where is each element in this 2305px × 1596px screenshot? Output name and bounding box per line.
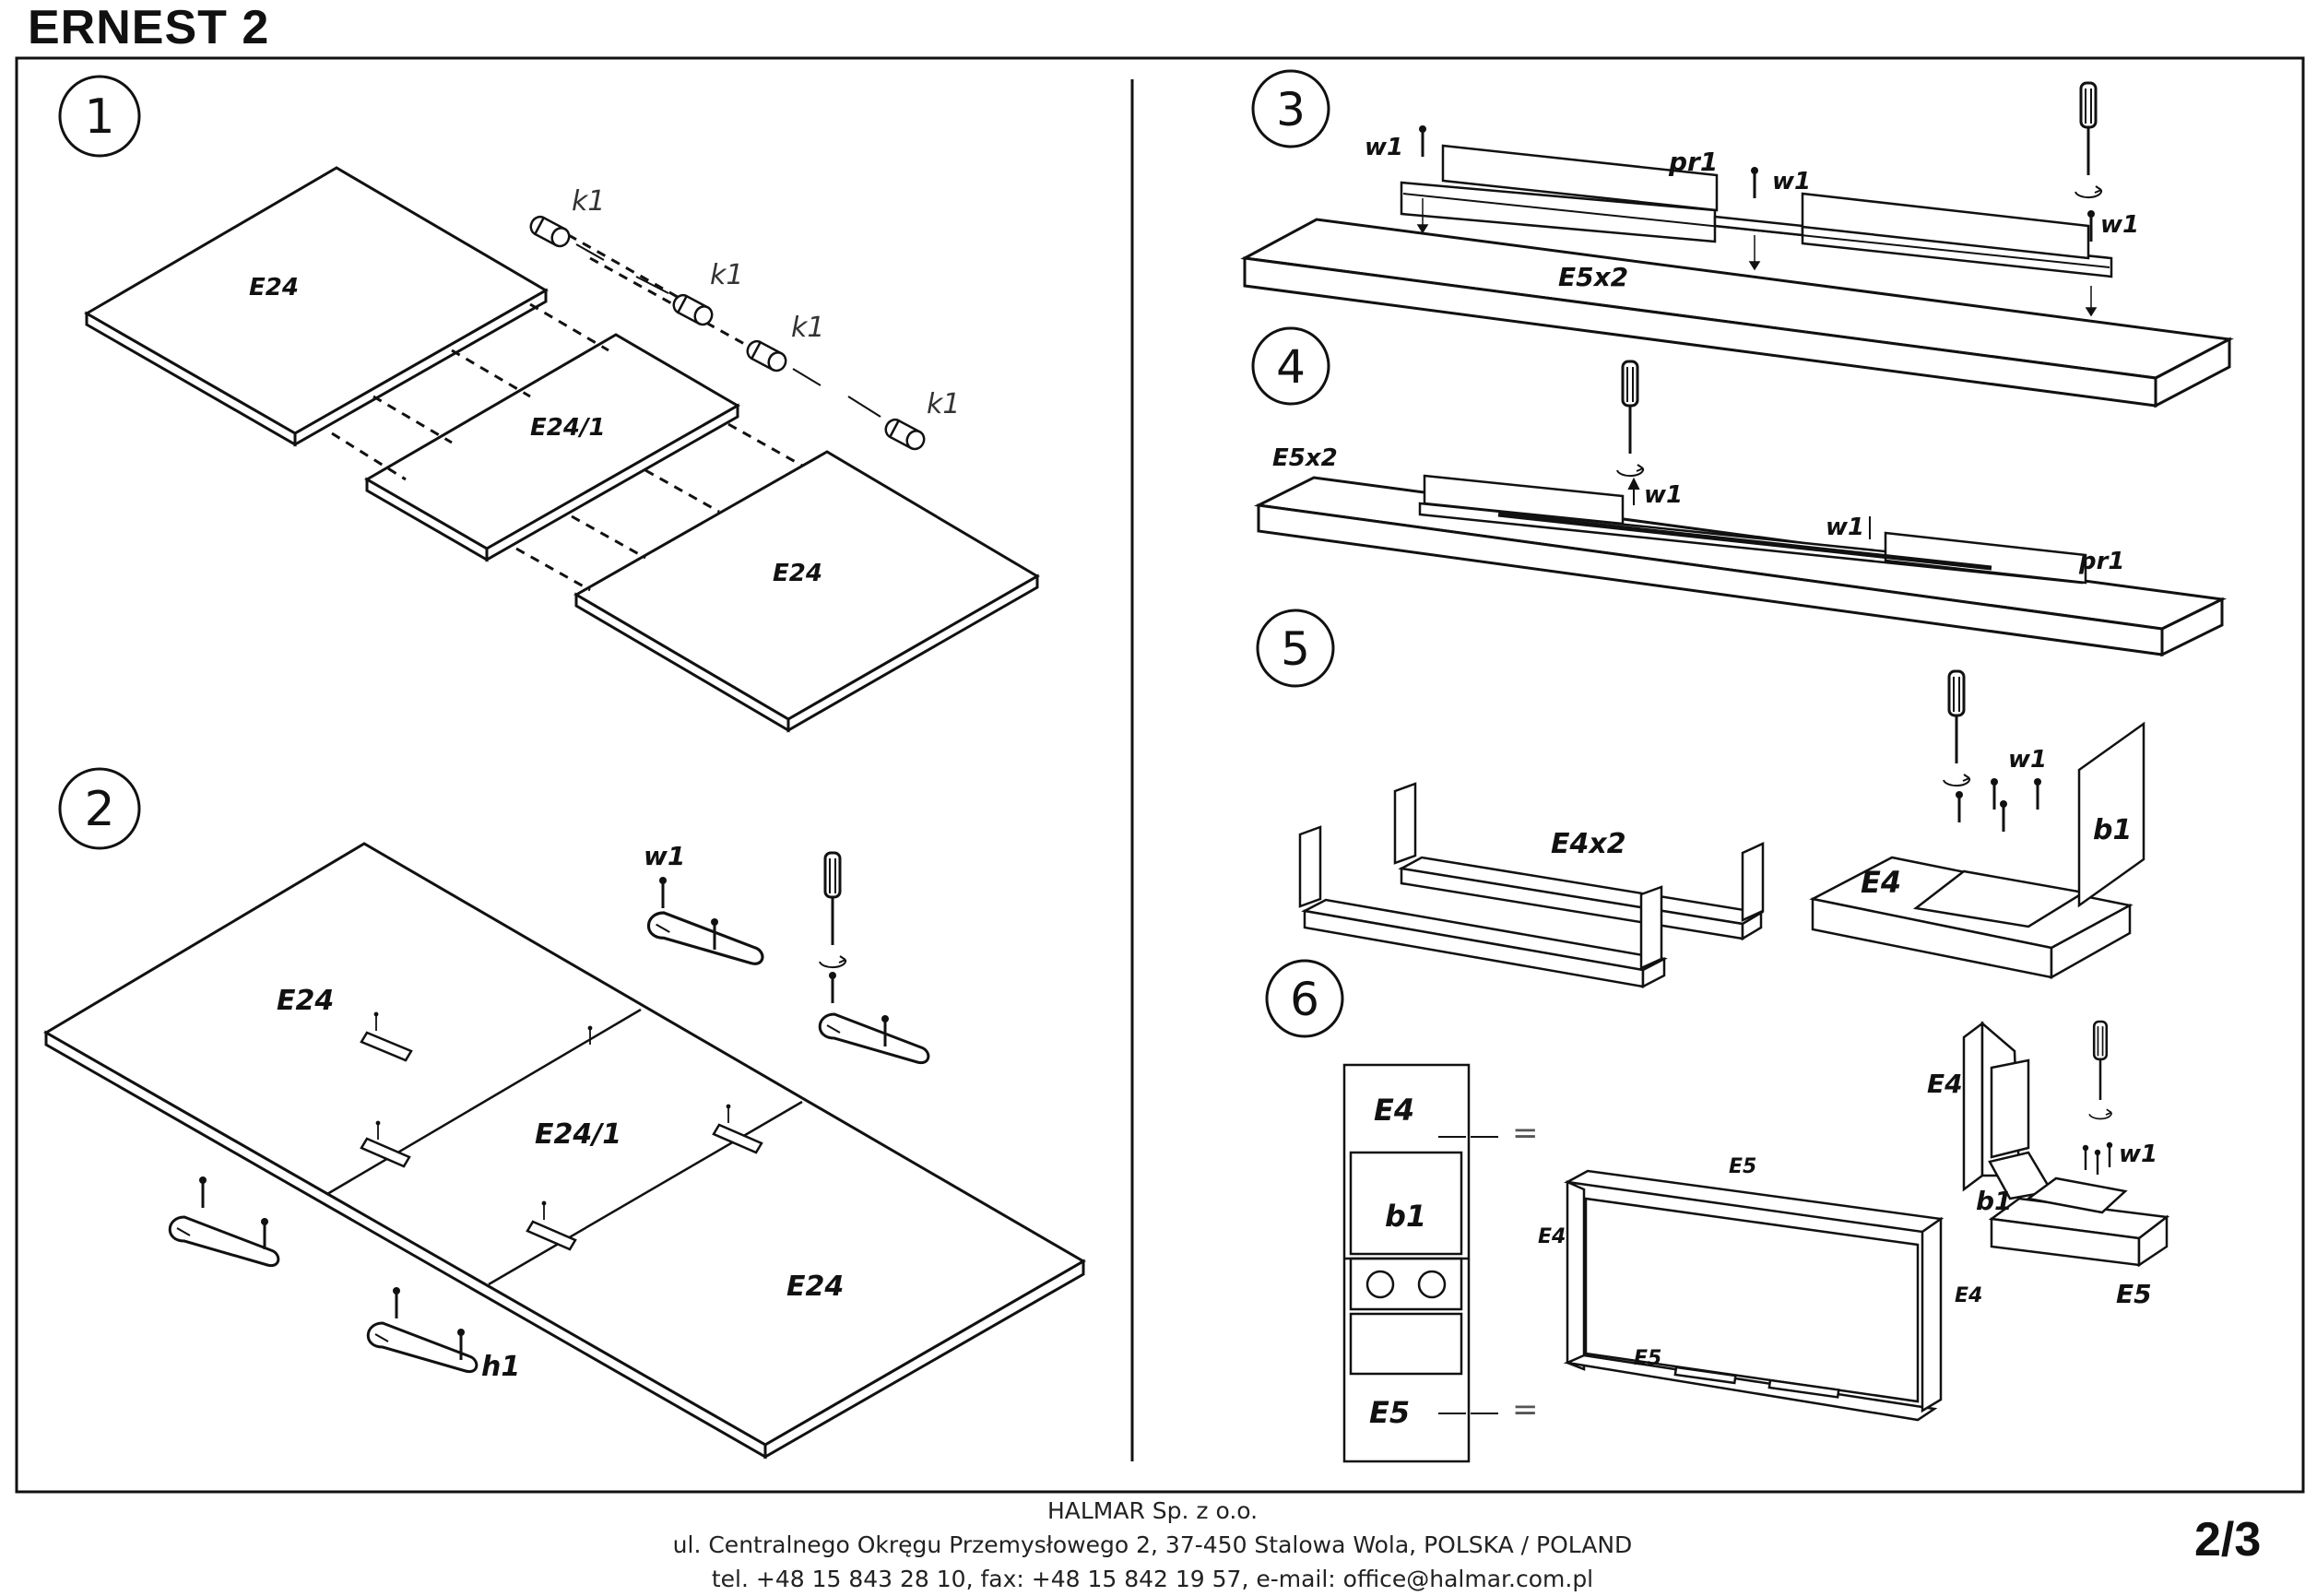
page-frame [15,56,2305,1494]
footer-company: HALMAR Sp. z o.o. [1046,1497,1259,1524]
step-5-number: 5 [1281,622,1310,676]
label-h1: h1 [481,1351,520,1383]
rails-e4x2 [1298,782,1765,989]
label-e4-corner: E4 [1927,1069,1963,1099]
screwdriver-step3 [2074,81,2103,199]
corner-detail [1962,1021,2170,1268]
label-e4-step5: E4 [1861,865,1901,900]
label-e24-bottom-right: E24 [786,1271,844,1303]
label-e5-corner: E5 [2116,1279,2152,1309]
label-pr1-step4: pr1 [2078,548,2125,575]
label-e4-frame-left: E4 [1538,1225,1566,1248]
equals-sign-bottom: = [1512,1391,1539,1428]
label-e24-bottom-left: E24 [277,985,334,1017]
label-w1-step3-b: w1 [1772,168,1811,195]
dowel-guides [331,217,803,592]
screwdriver-step2 [818,851,847,969]
dowel-k1-4 [881,415,928,454]
footer-contact: tel. +48 15 843 28 10, fax: +48 15 842 1… [711,1566,1594,1592]
panel-e24-left [84,166,549,435]
step-5-circle [1256,609,1335,688]
step-4: 4 E5x2 pr1 w1 w1 [1251,326,2228,657]
label-pr1-step3: pr1 [1668,147,1718,177]
step-4-number: 4 [1276,340,1306,394]
footer-address: ul. Centralnego Okręgu Przemysłowego 2, … [672,1531,1633,1558]
label-w1-step5: w1 [2008,746,2047,774]
step-6-number: 6 [1290,973,1319,1026]
label-e24-right-top: E24 [773,560,822,587]
equals-sign-top: = [1512,1115,1539,1152]
label-b1-step5: b1 [2093,814,2132,846]
step-1: 1 E24 E24/1 E24 [58,75,1040,733]
screwdriver-step5 [1942,669,1971,787]
dowel-k1-2 [669,290,716,329]
label-b1-corner: b1 [1976,1186,2013,1216]
label-e5x2-step4: E5x2 [1272,444,1338,472]
label-e4-detail: E4 [1374,1093,1414,1128]
detail-section-view [1342,1063,1471,1463]
label-w1-step3-a: w1 [1365,134,1403,161]
label-e5-detail: E5 [1369,1395,1410,1430]
label-b1-detail: b1 [1385,1199,1426,1234]
document-title: ERNEST 2 [28,1,270,54]
step-3-circle [1251,69,1330,148]
label-w1-step4-a: w1 [1644,481,1683,509]
screwdriver-step6 [2087,1020,2113,1120]
label-e5-frame-bottom: E5 [1634,1347,1661,1370]
step-6-circle [1265,959,1344,1038]
label-e4x2: E4x2 [1551,828,1626,860]
step-3-number: 3 [1276,83,1306,136]
step-3: 3 E5x2 pr1 w1 w1 w1 [1240,69,2234,408]
label-e5-frame-top: E5 [1729,1155,1756,1178]
screwdriver-step4 [1615,360,1645,478]
label-k1-3: k1 [791,312,824,344]
hook-w1-top [646,911,764,965]
frame-assembled [1563,1169,1944,1422]
step-4-circle [1251,326,1330,406]
hook-left [168,1215,280,1268]
step-1-number: 1 [84,89,114,145]
hook-screwed [818,1012,930,1065]
label-e24-left: E24 [249,274,299,301]
label-k1-4: k1 [927,388,960,420]
label-w1-step6: w1 [2119,1141,2157,1168]
label-w1-step4-b: w1 [1826,514,1864,541]
step-2: 2 E24 E24/1 E24 [43,767,1086,1460]
step-2-circle [58,767,141,850]
step-5: 5 E4x2 E4 b1 w1 [1256,609,2145,989]
step-1-circle [58,75,141,158]
dowel-k1-1 [526,212,573,251]
label-w1-step2: w1 [644,841,685,871]
label-k1-1: k1 [572,185,605,218]
block-e4-step5 [1809,721,2145,980]
label-e24-1-top: E24/1 [530,414,606,442]
label-w1-step3-c: w1 [2100,211,2139,239]
label-e4-frame-right: E4 [1955,1284,1982,1307]
label-e5x2-step3: E5x2 [1558,262,1628,292]
dowel-k1-3 [743,337,790,375]
step-6: 6 E4 b1 E5 = = E5 [1265,959,2170,1463]
label-k1-2: k1 [710,259,743,291]
label-e24-1-bottom: E24/1 [535,1118,621,1151]
footer: HALMAR Sp. z o.o. ul. Centralnego Okręgu… [0,1494,2305,1596]
page-number: 2/3 [2194,1513,2262,1566]
step-2-number: 2 [84,782,114,837]
